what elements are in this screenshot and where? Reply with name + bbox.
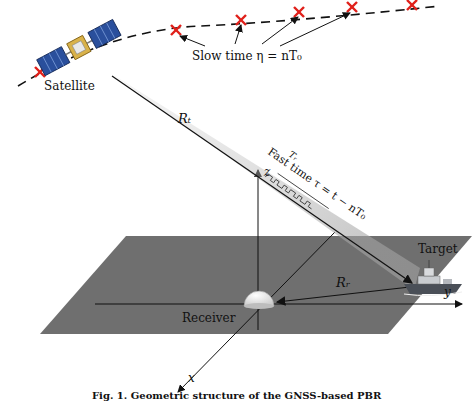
range-label: Rᵣ bbox=[336, 276, 350, 290]
range-label: Rₜ bbox=[178, 112, 191, 126]
receiver-label: Receiver bbox=[182, 312, 235, 325]
axis-label: z bbox=[264, 166, 270, 179]
axis-label: y bbox=[444, 286, 451, 299]
satellite-label: Satellite bbox=[44, 80, 95, 93]
figure-caption: Fig. 1. Geometric structure of the GNSS-… bbox=[92, 390, 381, 401]
axis-label: x bbox=[188, 372, 195, 385]
slow-time-label: Slow time η = nT₀ bbox=[192, 50, 302, 63]
target-label: Target bbox=[418, 243, 458, 256]
